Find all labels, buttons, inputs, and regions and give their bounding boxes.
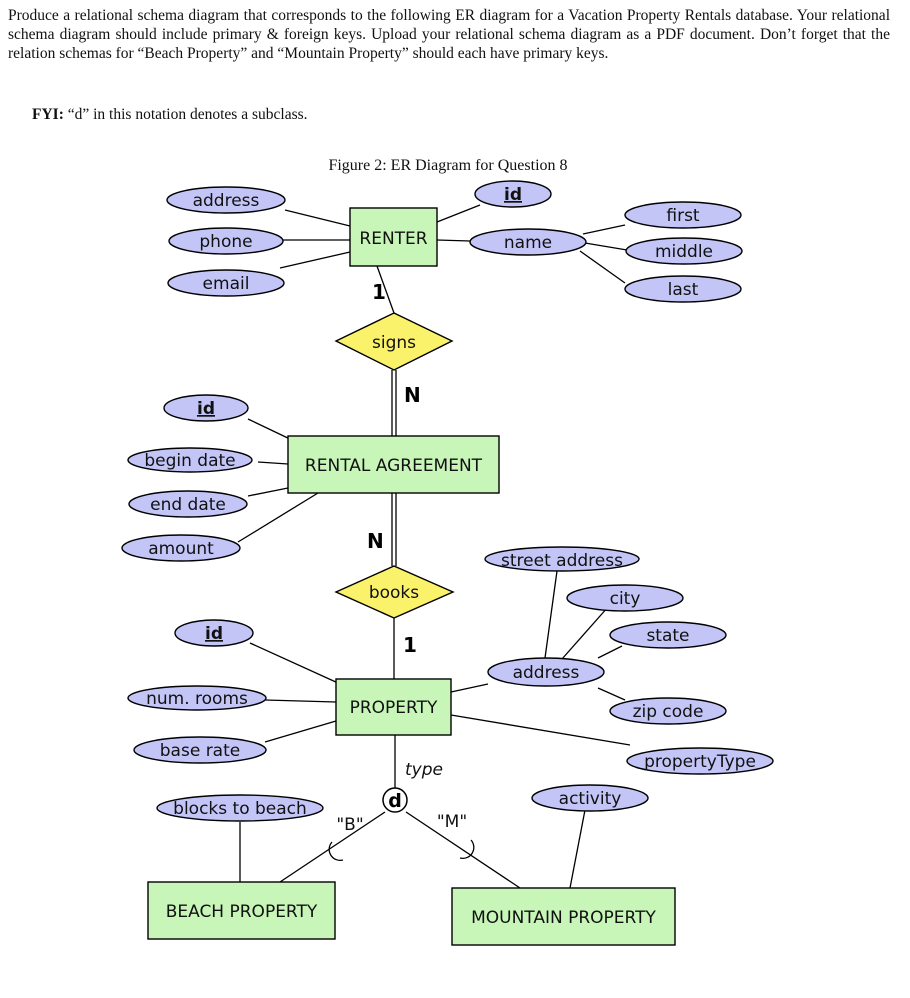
svg-text:num. rooms: num. rooms — [146, 689, 248, 709]
attribute-num-rooms: num. rooms — [127, 685, 267, 711]
specialization-discriminator: type — [405, 760, 443, 780]
subset-arc-mountain — [459, 839, 475, 860]
attribute-state: state — [609, 621, 727, 649]
attribute-begin-date: begin date — [127, 447, 253, 473]
svg-text:address: address — [513, 663, 580, 683]
disjoint-specialization-circle: d — [382, 787, 408, 813]
entity-renter: RENTER — [349, 207, 438, 267]
svg-text:id: id — [504, 185, 522, 205]
svg-text:first: first — [666, 206, 700, 226]
attribute-agreement-id-key: id — [163, 394, 249, 422]
attribute-renter-address: address — [166, 186, 286, 214]
attribute-name-last: last — [624, 275, 742, 303]
relationship-books: books — [334, 565, 455, 619]
cardinality-books-property: 1 — [403, 633, 417, 657]
svg-text:id: id — [197, 399, 215, 419]
svg-text:id: id — [205, 624, 223, 644]
svg-text:phone: phone — [199, 232, 252, 252]
entity-rental-agreement: RENTAL AGREEMENT — [287, 435, 500, 494]
attribute-amount: amount — [121, 534, 241, 562]
attribute-renter-name: name — [469, 228, 587, 256]
svg-text:address: address — [193, 191, 260, 211]
attribute-base-rate: base rate — [133, 736, 267, 764]
svg-text:PROPERTY: PROPERTY — [350, 698, 438, 718]
cardinality-renter-signs: 1 — [372, 280, 386, 304]
svg-text:RENTER: RENTER — [359, 229, 427, 249]
specialization-value-mountain: "M" — [437, 812, 467, 832]
cardinality-signs-agreement: N — [404, 383, 421, 407]
svg-text:base rate: base rate — [160, 741, 240, 761]
cardinality-agreement-books: N — [367, 529, 384, 553]
svg-text:MOUNTAIN PROPERTY: MOUNTAIN PROPERTY — [471, 908, 656, 928]
entity-mountain-property: MOUNTAIN PROPERTY — [451, 887, 676, 946]
attribute-end-date: end date — [128, 490, 248, 518]
fyi-label: FYI: — [32, 106, 64, 123]
attribute-name-first: first — [624, 201, 742, 229]
attribute-name-middle: middle — [625, 237, 743, 265]
svg-text:city: city — [610, 589, 641, 609]
attribute-property-address: address — [487, 657, 605, 687]
svg-text:name: name — [504, 233, 552, 253]
svg-text:end date: end date — [150, 495, 226, 515]
attribute-blocks-to-beach: blocks to beach — [156, 794, 324, 822]
fyi-text: “d” in this notation denotes a subclass. — [67, 106, 308, 123]
connector-lines — [237, 204, 631, 889]
attribute-renter-id-key: id — [474, 180, 552, 208]
svg-text:signs: signs — [372, 333, 416, 353]
svg-text:state: state — [646, 626, 689, 646]
svg-text:BEACH PROPERTY: BEACH PROPERTY — [166, 902, 318, 922]
attribute-renter-phone: phone — [168, 227, 284, 255]
svg-text:activity: activity — [559, 789, 622, 809]
entity-property: PROPERTY — [335, 678, 452, 736]
figure-caption: Figure 2: ER Diagram for Question 8 — [328, 157, 567, 174]
svg-text:zip code: zip code — [633, 702, 704, 722]
entity-beach-property: BEACH PROPERTY — [147, 881, 336, 940]
svg-text:begin date: begin date — [144, 451, 235, 471]
fyi-note: FYI: “d” in this notation denotes a subc… — [32, 106, 308, 124]
attribute-property-id-key: id — [174, 619, 254, 647]
svg-text:amount: amount — [148, 539, 214, 559]
attribute-zip-code: zip code — [609, 697, 727, 725]
specialization-value-beach: "B" — [336, 815, 363, 835]
svg-text:RENTAL AGREEMENT: RENTAL AGREEMENT — [305, 456, 483, 476]
question-text: Produce a relational schema diagram that… — [8, 7, 890, 62]
relationship-signs: signs — [334, 312, 454, 371]
svg-text:d: d — [388, 790, 402, 812]
attribute-activity: activity — [531, 784, 649, 812]
svg-text:middle: middle — [655, 242, 713, 262]
svg-text:email: email — [203, 274, 250, 294]
attribute-renter-email: email — [167, 269, 285, 297]
subset-arc-beach — [328, 841, 344, 862]
svg-text:last: last — [668, 280, 699, 300]
attribute-property-type: propertyType — [626, 747, 774, 775]
svg-text:blocks to beach: blocks to beach — [173, 799, 307, 819]
attribute-city: city — [566, 584, 684, 612]
svg-text:propertyType: propertyType — [644, 752, 756, 772]
attribute-street-address: street address — [484, 546, 640, 572]
svg-text:street address: street address — [501, 551, 623, 571]
svg-text:books: books — [369, 583, 419, 603]
